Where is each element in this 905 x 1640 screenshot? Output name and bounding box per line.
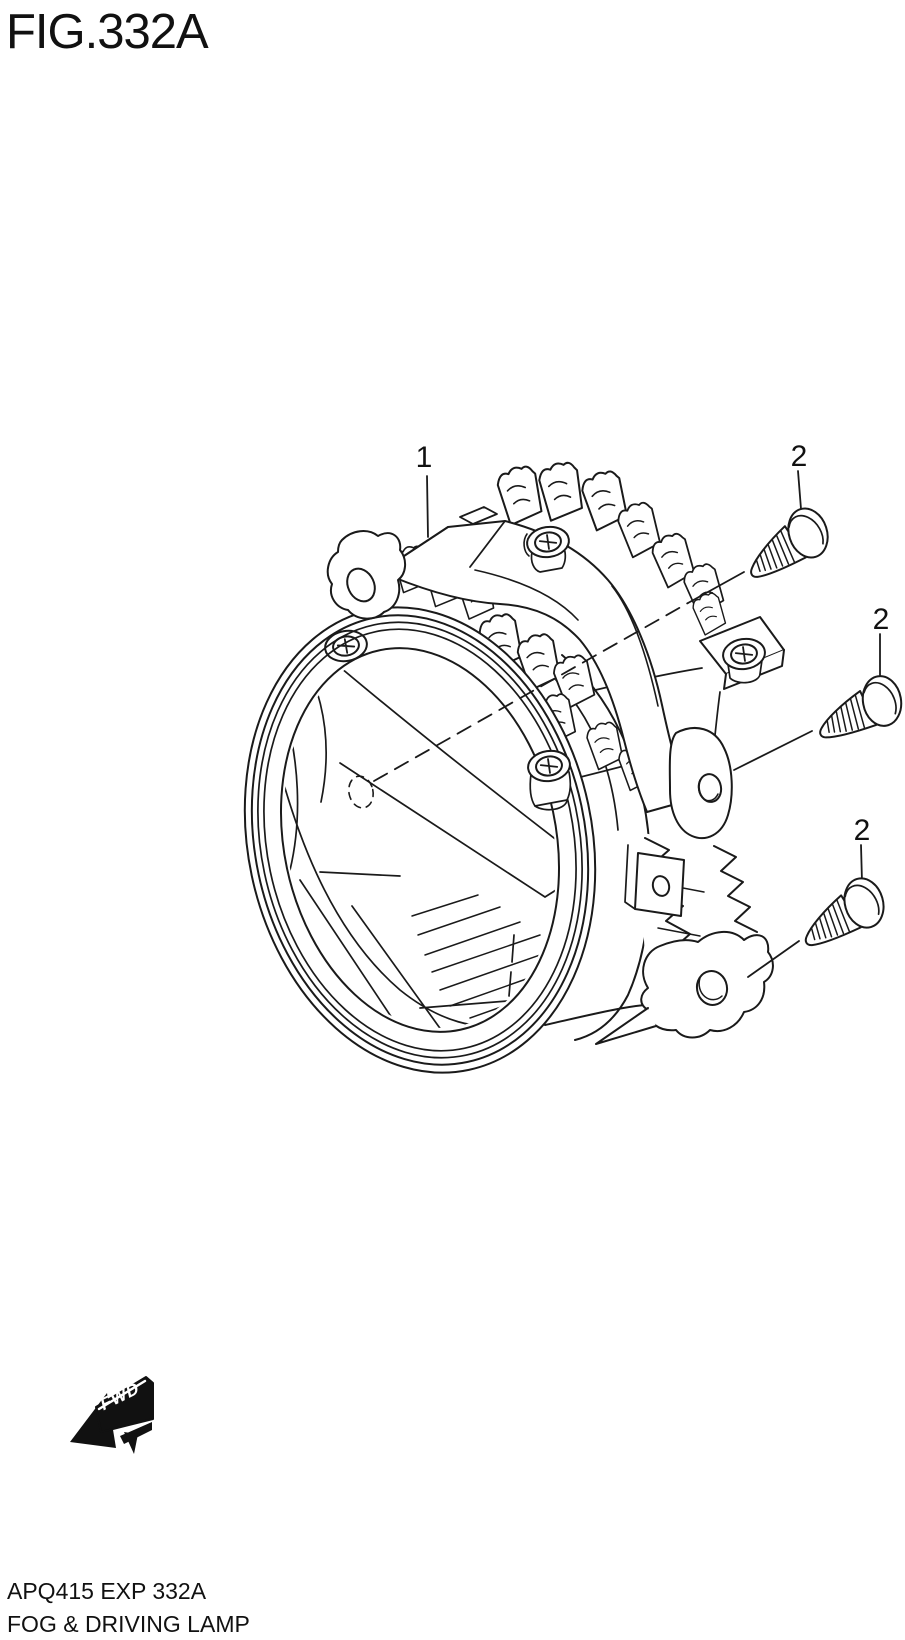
callout-part-1: 1 (415, 441, 433, 474)
tapping-screw-icon (805, 663, 905, 757)
bracket-end-tab (668, 727, 733, 840)
body-screws (523, 523, 768, 811)
bracket-lug-hole (346, 567, 376, 603)
bracket-lug (326, 530, 406, 620)
fwd-arrow (70, 1376, 154, 1454)
bracket-pad-tab (459, 506, 498, 525)
lens-bezel (243, 606, 597, 1074)
callout-2c-leader (860, 844, 863, 883)
footer-part-name: FOG & DRIVING LAMP (7, 1611, 250, 1637)
axis-dashed-circle (347, 775, 375, 809)
callout-part-2-bottom: 2 (853, 814, 871, 847)
footer-model-code: APQ415 EXP 332A (7, 1578, 207, 1604)
axis-dashed-line (373, 602, 689, 782)
callout-2a-leader (797, 470, 802, 510)
square-tab (624, 844, 685, 917)
callout-part-2-top: 2 (790, 440, 808, 473)
figure-title: FIG.332A (6, 5, 209, 59)
tapping-screws (732, 494, 905, 964)
callout-1-leader (426, 475, 429, 538)
callout-part-2-middle: 2 (872, 603, 890, 636)
tapping-screw-icon (732, 494, 846, 596)
leader-lines (347, 470, 881, 978)
lower-mounting-lug (595, 931, 774, 1045)
tapping-screw-icon (788, 864, 901, 964)
